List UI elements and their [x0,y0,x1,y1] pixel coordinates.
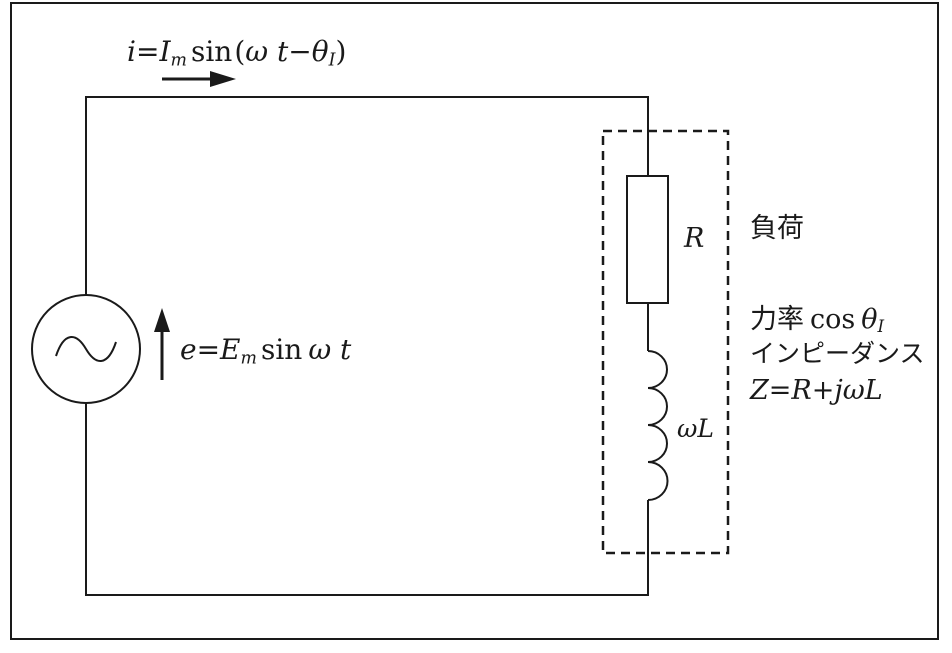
source-omega-t: ω t [308,333,352,366]
source-amplitude: E [220,333,241,366]
power-factor-label: 力率 [750,304,804,335]
current-open-paren: ( [234,35,246,68]
source-equals: = [196,333,221,366]
bottom-wire [85,403,649,596]
load-title: 負荷 [750,213,804,244]
inductor-label: ωL [677,414,714,443]
current-equals: = [135,35,160,68]
current-amplitude-sub: m [170,50,187,71]
current-minus: − [288,35,312,68]
source-symbol: e [180,333,197,366]
current-amplitude: I [159,35,171,68]
power-factor-cos: cos [810,304,856,335]
outer-frame [10,2,939,640]
current-symbol: i [127,35,136,68]
source-amplitude-sub: m [240,348,257,369]
voltage-arrow-icon [154,308,170,380]
current-omega-t: ω t [245,35,289,68]
power-factor-theta: θ [861,304,878,335]
top-wire [85,96,649,295]
current-close-paren: ) [335,35,347,68]
current-sin: sin [190,35,233,68]
current-arrow-icon [162,71,236,87]
ac-source-icon [31,294,141,404]
current-theta: θ [311,35,329,68]
power-factor-theta-sub: I [877,316,885,337]
impedance-formula: Z=R+jωL [750,375,883,406]
resistor-label: R [684,223,705,254]
inductor-symbol [647,350,669,501]
load-boundary [601,129,730,555]
resistor-symbol [626,175,669,304]
impedance-label: インピーダンス [750,339,925,368]
current-theta-sub: I [328,50,336,71]
source-sin: sin [260,333,303,366]
